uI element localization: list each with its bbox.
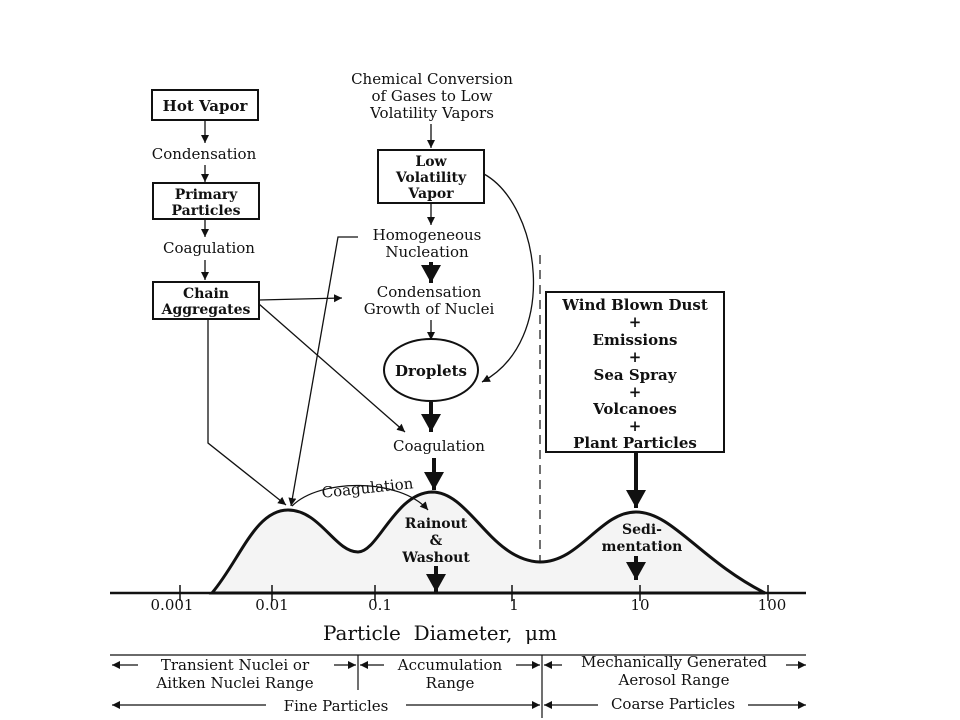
tick-label-4: 10	[630, 596, 649, 614]
arrow-low-volatility-to-droplets	[481, 173, 535, 383]
tick-label-0: 0.001	[151, 596, 194, 614]
source-wind-blown-dust: Wind Blown Dust	[561, 296, 708, 314]
coarse-particles-label: Coarse Particles	[611, 695, 735, 713]
axis-title: Particle Diameter, μm	[323, 621, 557, 645]
tick-label-5: 100	[758, 596, 787, 614]
chain-aggregates-line2: Aggregates	[161, 302, 251, 318]
droplets-label: Droplets	[395, 362, 467, 380]
mechanical-range-line2: Aerosol Range	[618, 671, 730, 689]
tick-label-3: 1	[509, 596, 519, 614]
rainout-line3: Washout	[401, 550, 470, 566]
coagulation-curve-label: Coagulation	[321, 474, 415, 502]
source-emissions: Emissions	[593, 331, 678, 349]
accumulation-range-line2: Range	[426, 674, 475, 692]
arrow-chain-to-coagulation	[258, 303, 406, 433]
coagulation-center-label: Coagulation	[393, 437, 485, 455]
homogeneous-nucleation-line2: Nucleation	[385, 243, 469, 261]
rainout-line1: Rainout	[405, 516, 468, 532]
condensation-growth-line2: Growth of Nuclei	[364, 300, 495, 318]
condensation-growth-line1: Condensation	[377, 283, 482, 301]
axis-ticks	[179, 585, 769, 601]
low-volatility-line2: Volatility	[395, 170, 467, 186]
transient-range-line2: Aitken Nuclei Range	[155, 674, 313, 692]
sedimentation-line1: Sedi-	[622, 522, 662, 538]
rainout-line2: &	[430, 533, 443, 549]
low-volatility-line1: Low	[415, 154, 447, 170]
coagulation-curve-arrow	[291, 484, 429, 511]
hot-vapor-label: Hot Vapor	[163, 97, 249, 115]
arrow-nucleation-to-nuclei-mode	[288, 236, 358, 507]
mechanical-range-line1: Mechanically Generated	[581, 653, 767, 671]
tick-label-2: 0.1	[368, 596, 392, 614]
sources-box	[545, 291, 725, 453]
condensation-label: Condensation	[152, 145, 257, 163]
source-plus-2: +	[629, 348, 642, 366]
chemical-conversion-line2: of Gases to Low	[372, 87, 493, 105]
transient-range-line1: Transient Nuclei or	[161, 656, 310, 674]
arrow-chain-to-growth	[258, 294, 343, 303]
primary-particles-box	[152, 182, 260, 220]
sedimentation-line2: mentation	[602, 539, 683, 555]
chemical-conversion-line1: Chemical Conversion	[351, 70, 513, 88]
droplets-ellipse	[383, 338, 479, 402]
chain-aggregates-box	[152, 281, 260, 320]
primary-particles-line2: Particles	[171, 203, 240, 219]
fine-particles-label: Fine Particles	[284, 697, 389, 715]
primary-particles-line1: Primary	[175, 187, 238, 203]
chain-aggregates-line1: Chain	[183, 286, 229, 302]
homogeneous-nucleation-line1: Homogeneous	[373, 226, 482, 244]
source-plus-3: +	[629, 383, 642, 401]
coagulation-left-label: Coagulation	[163, 239, 255, 257]
source-volcanoes: Volcanoes	[592, 400, 677, 418]
chemical-conversion-line3: Volatility Vapors	[369, 104, 494, 122]
tick-label-1: 0.01	[255, 596, 288, 614]
accumulation-range-line1: Accumulation	[397, 656, 503, 674]
source-plant-particles: Plant Particles	[573, 434, 697, 452]
source-plus-1: +	[629, 313, 642, 331]
low-volatility-vapor-box	[377, 149, 485, 204]
source-sea-spray: Sea Spray	[594, 366, 678, 384]
source-plus-4: +	[629, 417, 642, 435]
arrow-chain-to-nuclei-mode	[207, 319, 287, 506]
low-volatility-line3: Vapor	[407, 186, 454, 202]
